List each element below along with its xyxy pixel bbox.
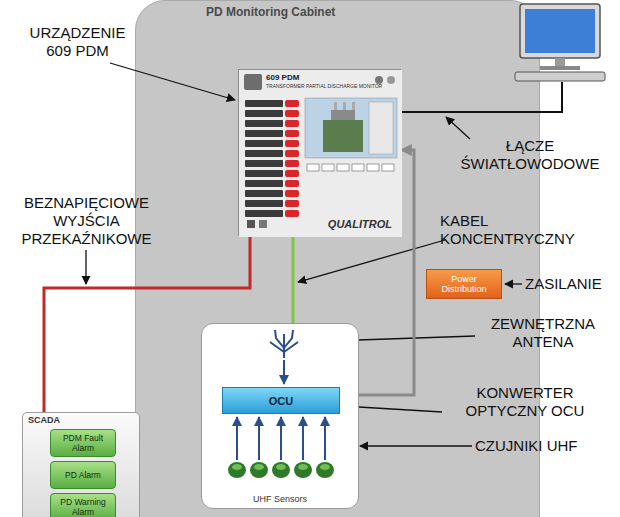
callout-label: CZUJNIKI UHF bbox=[475, 437, 610, 455]
node-text: UHF Sensors bbox=[202, 494, 358, 504]
monitor-screen bbox=[239, 70, 402, 237]
scada-panel: SCADA PDM Fault Alarm PD Alarm PD Warning A… bbox=[22, 412, 140, 517]
alarm-box: PD Alarm bbox=[50, 461, 116, 489]
callout-label: ŁĄCZE ŚWIATŁOWODOWE bbox=[455, 137, 605, 173]
node-text: OCU bbox=[269, 395, 293, 407]
node-text: SCADA bbox=[28, 415, 60, 425]
callout-label: KONWERTER OPTYCZNY OCU bbox=[445, 384, 605, 420]
power-distribution-box: Power Distribution bbox=[426, 269, 502, 299]
sensor-panel: UHF Sensors OCU bbox=[201, 323, 359, 509]
computer-icon bbox=[515, 4, 605, 81]
pdm-device: 609 PDMTRANSFORMER PARTIAL DISCHARGE MON… bbox=[238, 69, 401, 236]
alarm-box: PDM Fault Alarm bbox=[50, 429, 116, 457]
connector bbox=[44, 236, 250, 412]
fiber-link bbox=[400, 82, 562, 112]
antenna-and-sensors bbox=[202, 324, 360, 510]
node-text: QUALITROL bbox=[328, 218, 392, 230]
ocu-converter: OCU bbox=[222, 387, 340, 414]
node-text: TRANSFORMER PARTIAL DISCHARGE MONITOR bbox=[266, 83, 382, 89]
callout-label: URZĄDZENIE 609 PDM bbox=[20, 24, 135, 60]
callout-label: ZASILANIE bbox=[525, 275, 615, 293]
alarm-box: PD Warning Alarm bbox=[50, 493, 116, 517]
callout-label: ZEWNĘTRZNA ANTENA bbox=[478, 315, 608, 351]
node-text: PD Monitoring Cabinet bbox=[206, 5, 335, 19]
connector bbox=[340, 150, 414, 395]
leader-lines bbox=[86, 63, 522, 446]
node-text: PD Warning Alarm bbox=[54, 497, 112, 517]
node-text: PD Alarm bbox=[65, 470, 101, 480]
node-text: 609 PDM bbox=[266, 73, 299, 82]
node-text: PDM Fault Alarm bbox=[54, 433, 112, 453]
node-text: Power Distribution bbox=[430, 274, 498, 294]
callout-label: BEZNAPIĘCIOWE WYJŚCIA PRZEKAŹNIKOWE bbox=[4, 194, 169, 248]
connector bbox=[292, 236, 295, 323]
callout-label: KABEL KONCENTRYCZNY bbox=[440, 212, 580, 248]
